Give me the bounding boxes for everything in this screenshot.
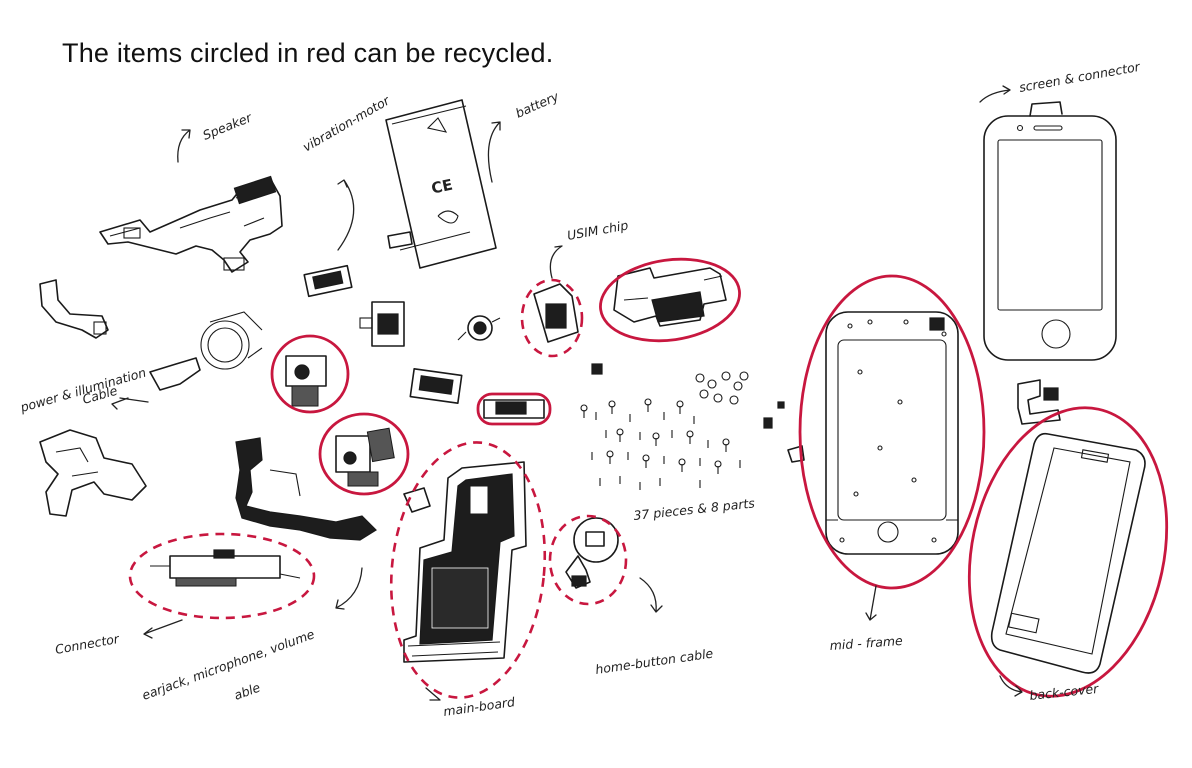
vibration-motor-arrow [337,179,355,251]
proximity-sensor-part [457,315,501,341]
earpiece-part [409,367,463,405]
usim-chip-label: USIM chip [566,217,629,243]
mid-frame-arrow [865,585,877,621]
earjack-arrow [335,567,363,610]
connector-arrow [143,619,183,639]
home-button-arrow [639,577,663,613]
rear-camera-part [285,355,327,407]
earjack-label-line2: able [232,679,263,702]
camera-module-recycle-circle [318,412,410,496]
main-board-recycle-circle [389,441,547,699]
back-cover-arrow [999,675,1023,697]
earjack-label-line1: earjack, microphone, volume [140,626,317,703]
speaker-part [99,175,283,273]
battery-part: CE [385,99,497,269]
main-board-arrow [425,687,441,701]
home-button-recycle-circle [548,514,628,606]
main-board-part [403,461,527,663]
power-cable-arrow [111,397,149,410]
loudspeaker-recycle-circle [476,392,552,426]
page-title: The items circled in red can be recycled… [62,38,554,68]
usim-chip-part [533,283,579,343]
rear-camera-recycle-circle [270,334,350,414]
vibration-motor-label: vibration-motor [300,92,393,154]
speaker-label: Speaker [201,109,255,142]
connector-part [150,549,301,587]
vibration-motor-part [303,264,353,298]
connector-recycle-circle [128,532,316,620]
screen-bracket-part [1017,379,1061,425]
back-cover-recycle-circle [967,406,1169,698]
screen-arrow [979,85,1011,103]
screen-part [983,101,1117,361]
battery-ce-mark: CE [430,176,455,198]
usim-chip-recycle-circle [520,278,584,358]
connector-label: Connector [54,631,121,657]
screws-label: 37 pieces & 8 parts [633,495,756,523]
board-shield-recycle-circle [599,257,741,343]
speaker-arrow [177,129,191,163]
camera-module-part [335,427,395,487]
warning-icon [426,117,448,133]
back-cover-label: back-cover [1029,681,1100,703]
mid-frame-label: mid - frame [829,633,903,653]
power-cable-label-line1: power & illumination [18,365,148,416]
screen-connector-label: screen & connector [1018,59,1142,95]
loudspeaker-part [483,399,545,419]
home-button-cable-label: home-button cable [594,646,714,677]
earjack-cable-part [235,437,377,541]
battery-arrow [487,121,501,183]
mid-frame-recycle-circle [798,274,986,590]
usim-chip-arrow [549,245,563,279]
front-camera-part [359,301,405,347]
home-button-part [565,517,619,589]
battery-label: battery [513,88,561,121]
mid-frame-part [825,311,959,555]
board-shield-part [613,267,727,327]
back-cover-part [990,432,1146,674]
power-illumination-cable-part [39,279,263,517]
screws-parts [580,363,805,490]
small-bracket-part [403,487,431,513]
